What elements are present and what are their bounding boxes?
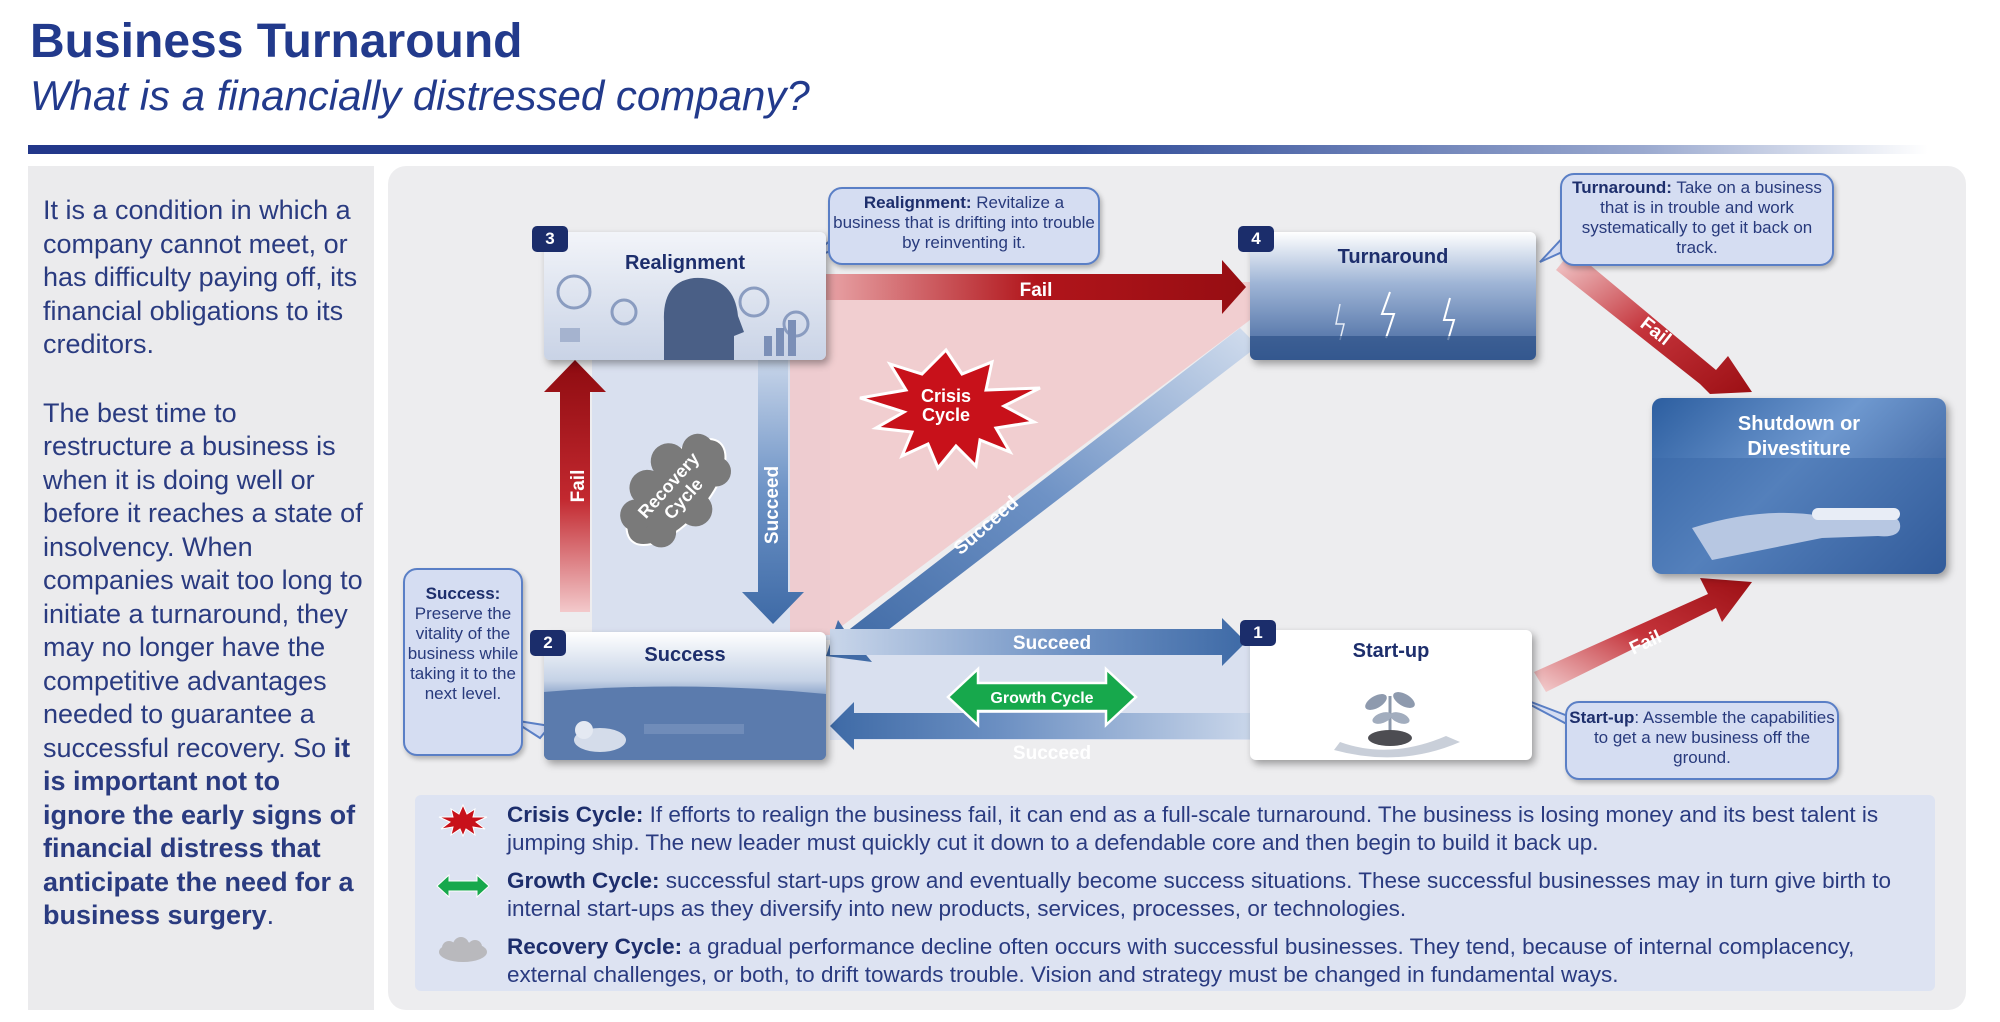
definition-paragraph: It is a condition in which a company can… bbox=[43, 195, 358, 359]
advice-paragraph: The best time to restructure a business … bbox=[43, 397, 363, 933]
growth-legend-row: Growth Cycle: successful start-ups grow … bbox=[507, 867, 1927, 923]
turnaround-card: Turnaround bbox=[1250, 232, 1536, 360]
succeed-label: Succeed bbox=[1013, 633, 1091, 654]
fail-arrow-realignment-to-turnaround: Fail bbox=[826, 260, 1246, 314]
sprout-in-hand-icon bbox=[1334, 692, 1460, 758]
success-number-badge: 2 bbox=[530, 630, 566, 656]
growth-legend-text: successful start-ups grow and eventually… bbox=[507, 868, 1891, 921]
growth-cycle-arrow: Growth Cycle bbox=[946, 666, 1138, 728]
crisis-legend-row: Crisis Cycle: If efforts to realign the … bbox=[507, 801, 1927, 857]
recovery-legend-text: a gradual performance decline often occu… bbox=[507, 934, 1855, 987]
title-divider bbox=[28, 145, 1928, 154]
realignment-callout: Realignment: Revitalize a business that … bbox=[828, 187, 1100, 265]
crisis-legend-text: If efforts to realign the business fail,… bbox=[507, 802, 1879, 855]
succeed-arrow-realignment-to-success: Succeed bbox=[742, 358, 804, 624]
succeed-arrow-startup-to-success: Succeed bbox=[830, 702, 1250, 764]
recovery-legend-row: Recovery Cycle: a gradual performance de… bbox=[507, 933, 1927, 989]
shutdown-card: Shutdown or Divestiture bbox=[1652, 398, 1946, 574]
shutdown-title-line1: Shutdown or bbox=[1737, 413, 1861, 435]
recovery-cloud-icon bbox=[439, 937, 487, 962]
succeed-label: Succeed bbox=[762, 466, 783, 544]
realignment-callout-heading: Realignment: bbox=[863, 193, 972, 212]
fail-label: Fail bbox=[568, 470, 589, 503]
turnaround-callout-text: Take on a business that is in trouble an… bbox=[1581, 178, 1822, 257]
turnaround-callout-heading: Turnaround: bbox=[1572, 178, 1672, 197]
crisis-cycle-starburst: Crisis Cycle bbox=[859, 347, 1041, 471]
shutdown-title-line2: Divestiture bbox=[1747, 438, 1851, 460]
success-title: Success bbox=[644, 644, 726, 666]
storm-icon bbox=[1250, 291, 1536, 360]
crisis-cycle-label: Crisis bbox=[921, 386, 971, 406]
definition-panel bbox=[28, 166, 374, 1010]
fail-arrow-startup-to-shutdown: Fail bbox=[1534, 578, 1752, 692]
fail-label: Fail bbox=[1020, 280, 1053, 301]
succeed-arrow-success-to-startup: Succeed bbox=[830, 618, 1246, 666]
definition-text: It is a condition in which a company can… bbox=[43, 194, 363, 968]
fail-arrow-turnaround-to-shutdown: Fail bbox=[1556, 250, 1752, 394]
success-card: Success bbox=[544, 632, 826, 760]
realignment-number-badge: 3 bbox=[532, 226, 568, 252]
fail-arrow-success-to-realignment: Fail bbox=[544, 360, 606, 612]
startup-number-badge: 1 bbox=[1240, 620, 1276, 646]
door-handle-icon bbox=[1652, 458, 1946, 574]
turnaround-callout: Turnaround: Take on a business that is i… bbox=[1560, 173, 1834, 266]
crisis-region bbox=[790, 282, 1250, 635]
brain-gears-icon bbox=[556, 274, 810, 360]
growth-arrow-icon bbox=[436, 873, 490, 899]
page-subtitle: What is a financially distressed company… bbox=[30, 72, 810, 119]
recovery-legend-heading: Recovery Cycle: bbox=[507, 934, 683, 959]
growth-cycle-label: Growth Cycle bbox=[990, 690, 1093, 707]
advice-end: . bbox=[266, 900, 275, 930]
startup-title: Start-up bbox=[1352, 640, 1430, 662]
startup-callout: Start-up: Assemble the capabilities to g… bbox=[1565, 701, 1839, 780]
realignment-card: Realignment bbox=[544, 232, 826, 360]
startup-card: Start-up bbox=[1250, 630, 1532, 760]
startup-callout-text: : Assemble the capabilities to get a new… bbox=[1593, 708, 1835, 767]
growth-legend-heading: Growth Cycle: bbox=[507, 868, 660, 893]
success-callout-text: Preserve the vitality of the business wh… bbox=[407, 604, 519, 703]
turnaround-number-badge: 4 bbox=[1238, 226, 1274, 252]
advice-emphasis: it is important not to ignore the early … bbox=[43, 732, 356, 931]
startup-callout-heading: Start-up bbox=[1569, 708, 1635, 727]
advice-text: The best time to restructure a business … bbox=[43, 397, 363, 763]
crisis-starburst-icon bbox=[438, 803, 488, 837]
realignment-callout-text: Revitalize a business that is drifting i… bbox=[833, 193, 1095, 252]
page-title: Business Turnaround bbox=[30, 15, 523, 68]
success-callout: Success:Preserve the vitality of the bus… bbox=[403, 568, 523, 756]
relaxing-person-icon bbox=[544, 686, 826, 760]
success-callout-heading: Success: bbox=[425, 584, 501, 603]
recovery-cycle-cloud: Recovery Cycle bbox=[620, 433, 731, 548]
turnaround-title: Turnaround bbox=[1337, 246, 1449, 268]
succeed-label: Succeed bbox=[1013, 743, 1091, 764]
realignment-title: Realignment bbox=[624, 252, 746, 274]
shutdown-title: Shutdown or Divestiture bbox=[1652, 412, 1946, 462]
crisis-legend-heading: Crisis Cycle: bbox=[507, 802, 644, 827]
cycle-legend: Crisis Cycle: If efforts to realign the … bbox=[415, 795, 1935, 991]
crisis-cycle-label: Cycle bbox=[922, 405, 970, 425]
